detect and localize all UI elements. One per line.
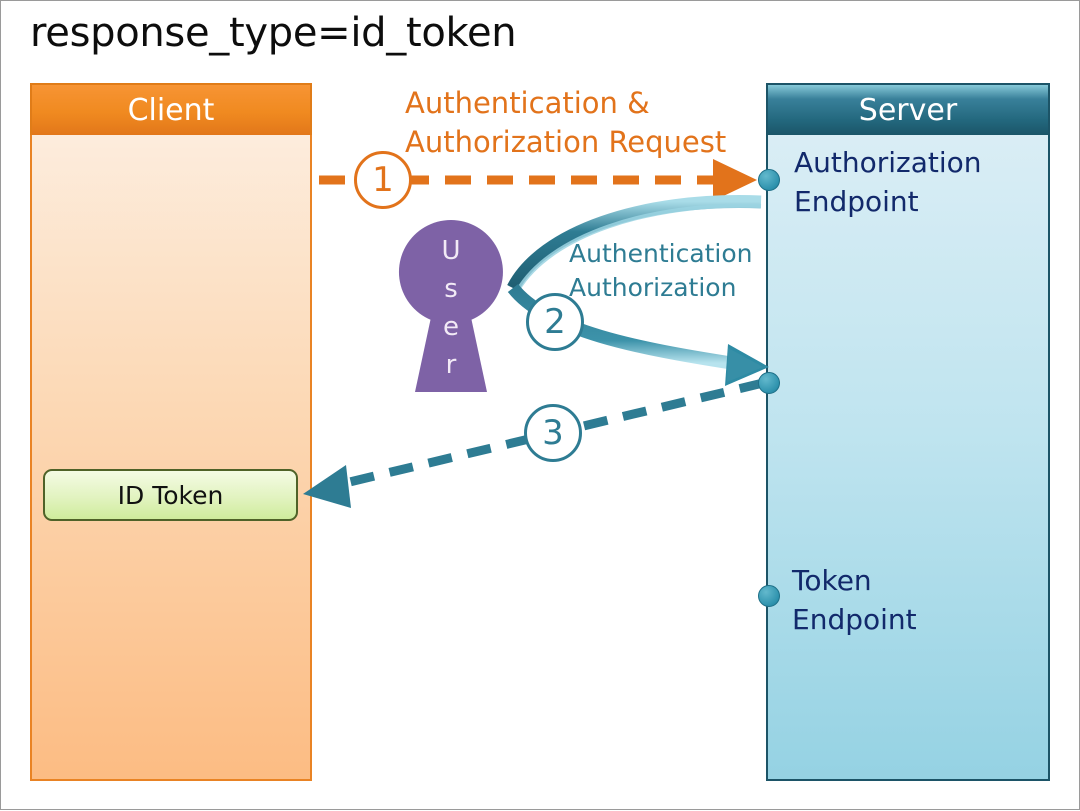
server-panel-title: Server [858, 92, 958, 128]
user-label: U s e r [441, 236, 461, 380]
user-keyhole-icon [398, 220, 503, 392]
flow-2-arrow [507, 195, 769, 386]
client-panel [30, 83, 312, 781]
authorization-endpoint-connector-dot-lower [758, 372, 780, 394]
flow-step-badge-2: 2 [526, 293, 584, 351]
id-token-box: ID Token [43, 469, 298, 521]
token-endpoint-label: Token Endpoint [792, 564, 917, 636]
id-token-label: ID Token [117, 480, 224, 510]
flow-2-label: Authentication Authorization [569, 239, 753, 302]
client-panel-title: Client [127, 92, 215, 128]
page-title: response_type=id_token [30, 10, 517, 56]
token-endpoint-connector-dot [758, 585, 780, 607]
flow-1-label: Authentication & Authorization Request [405, 86, 727, 159]
flow-step-badge-1: 1 [354, 151, 412, 209]
flow-step-badge-3: 3 [524, 404, 582, 462]
authorization-endpoint-label: Authorization Endpoint [794, 146, 982, 218]
authorization-endpoint-connector-dot [758, 169, 780, 191]
client-panel-header: Client [30, 83, 312, 135]
server-panel-header: Server [766, 83, 1050, 135]
